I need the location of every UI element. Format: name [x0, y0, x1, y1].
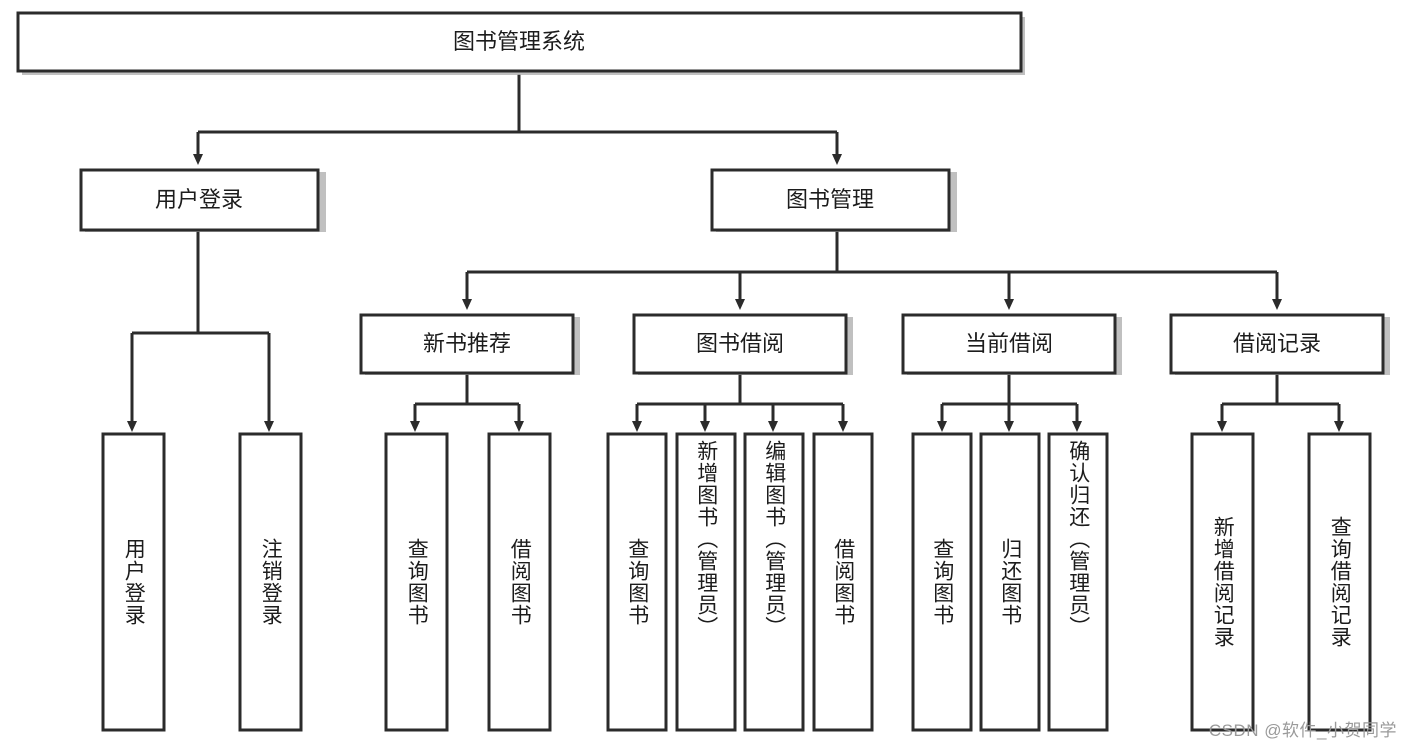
node-current-borrow-label: 当前借阅	[965, 331, 1053, 356]
leaf-box-query-record[interactable]	[1307, 432, 1372, 732]
leaf-box-borrow-book-1[interactable]	[487, 432, 552, 732]
leaf-box-edit-book[interactable]	[743, 432, 805, 732]
leaf-box-confirm-return[interactable]	[1047, 432, 1109, 732]
node-user-login-label: 用户登录	[155, 187, 243, 212]
node-book-borrow-label: 图书借阅	[696, 331, 784, 356]
leaf-box-add-record[interactable]	[1190, 432, 1255, 732]
node-borrow-record[interactable]: 借阅记录	[1169, 313, 1385, 375]
node-new-book-recommend[interactable]: 新书推荐	[359, 313, 575, 375]
leaf-box-layer	[101, 432, 1372, 732]
node-root-label: 图书管理系统	[453, 29, 585, 54]
leaf-box-user-login[interactable]	[101, 432, 166, 732]
leaf-box-logout-login[interactable]	[238, 432, 303, 732]
node-book-management-label: 图书管理	[786, 187, 874, 212]
node-book-management[interactable]: 图书管理	[710, 168, 951, 232]
node-current-borrow[interactable]: 当前借阅	[901, 313, 1117, 375]
leaf-box-query-book-2[interactable]	[606, 432, 668, 732]
node-root[interactable]: 图书管理系统	[16, 11, 1023, 73]
leaf-box-query-book-1[interactable]	[384, 432, 449, 732]
leaf-box-borrow-book-2[interactable]	[812, 432, 874, 732]
leaf-box-return-book[interactable]	[979, 432, 1041, 732]
node-book-borrow[interactable]: 图书借阅	[632, 313, 848, 375]
node-new-book-recommend-label: 新书推荐	[423, 331, 511, 356]
node-user-login[interactable]: 用户登录	[79, 168, 320, 232]
leaf-box-add-book[interactable]	[675, 432, 737, 732]
connector-layer	[127, 74, 1344, 432]
leaf-box-query-book-3[interactable]	[911, 432, 973, 732]
node-borrow-record-label: 借阅记录	[1233, 331, 1321, 356]
